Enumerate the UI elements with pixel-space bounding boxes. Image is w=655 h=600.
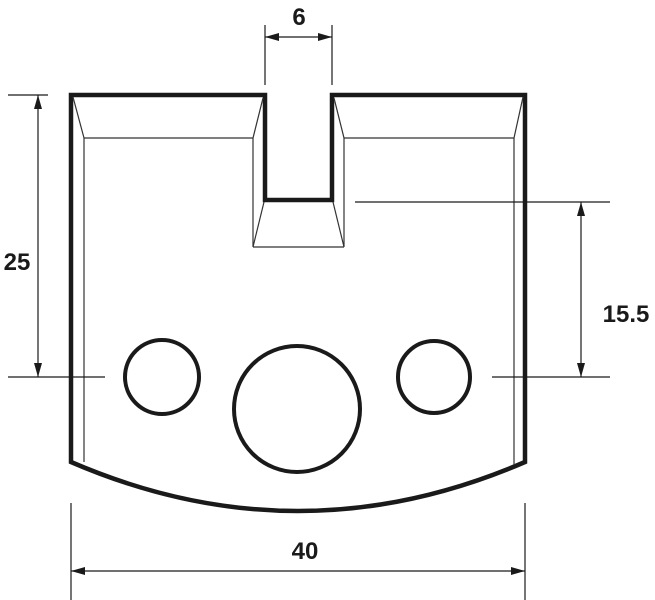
dimension-label-total-width: 40 xyxy=(292,538,319,565)
dimension-slot-to-hole xyxy=(355,201,610,378)
left-small-hole xyxy=(123,338,201,416)
holes xyxy=(123,338,472,474)
bevel-lines xyxy=(72,96,524,465)
dimension-label-slot-width: 6 xyxy=(292,4,305,31)
part-outline xyxy=(68,92,528,514)
dimension-total-width xyxy=(70,503,526,600)
dimension-height xyxy=(8,94,105,378)
dimension-label-slot-to-hole: 15.5 xyxy=(603,301,650,328)
dimension-label-height: 25 xyxy=(4,249,31,276)
dimension-slot-width xyxy=(264,25,333,85)
center-large-hole xyxy=(232,344,362,474)
right-small-hole xyxy=(396,339,472,415)
